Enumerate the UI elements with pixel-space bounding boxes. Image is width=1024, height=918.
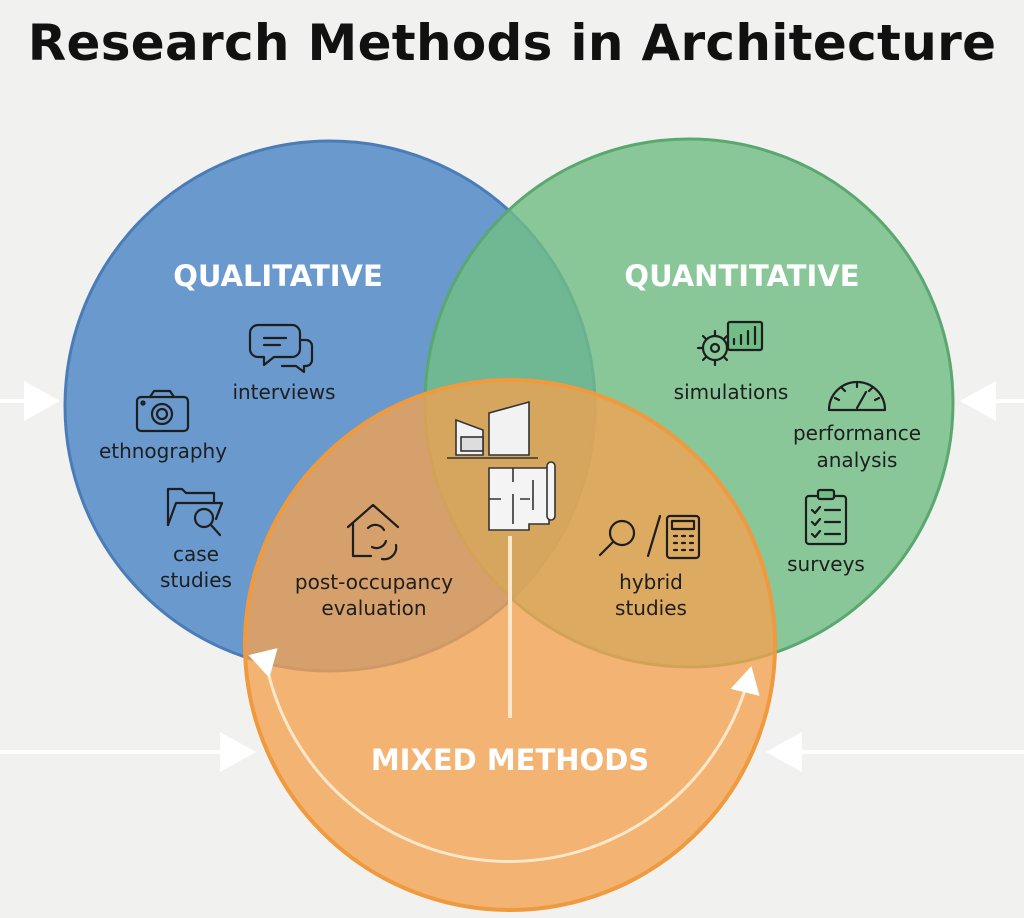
- magnifier-calculator-icon: [598, 514, 701, 560]
- label-analysis: analysis: [817, 448, 898, 472]
- floor-plan-icon: [488, 461, 556, 531]
- diagram-title: Research Methods in Architecture: [27, 14, 997, 72]
- mixed-methods-heading: MIXED METHODS: [371, 743, 649, 777]
- label-case: case: [173, 542, 219, 566]
- label-surveys: surveys: [787, 552, 865, 576]
- chat-bubbles-icon: [248, 323, 314, 374]
- clipboard-checklist-icon: [804, 488, 848, 546]
- label-interviews: interviews: [232, 380, 335, 404]
- label-performance: performance: [793, 421, 921, 445]
- label-post-occupancy: post-occupancy: [295, 570, 453, 594]
- label-hybrid: hybrid: [619, 570, 683, 594]
- camera-icon: [135, 389, 190, 433]
- label-simulations: simulations: [674, 380, 789, 404]
- label-studies: studies: [160, 568, 232, 592]
- gear-chart-icon: [696, 320, 764, 367]
- gauge-icon: [827, 380, 887, 412]
- qualitative-heading: QUALITATIVE: [173, 259, 383, 293]
- house-cycle-icon: [346, 503, 400, 561]
- quantitative-heading: QUANTITATIVE: [624, 259, 859, 293]
- folder-search-icon: [166, 487, 224, 537]
- label-hybrid-studies: studies: [615, 596, 687, 620]
- label-ethnography: ethnography: [99, 439, 227, 463]
- cycle-arc-arrow: [248, 648, 760, 863]
- label-evaluation: evaluation: [321, 596, 426, 620]
- building-icon: [447, 400, 538, 459]
